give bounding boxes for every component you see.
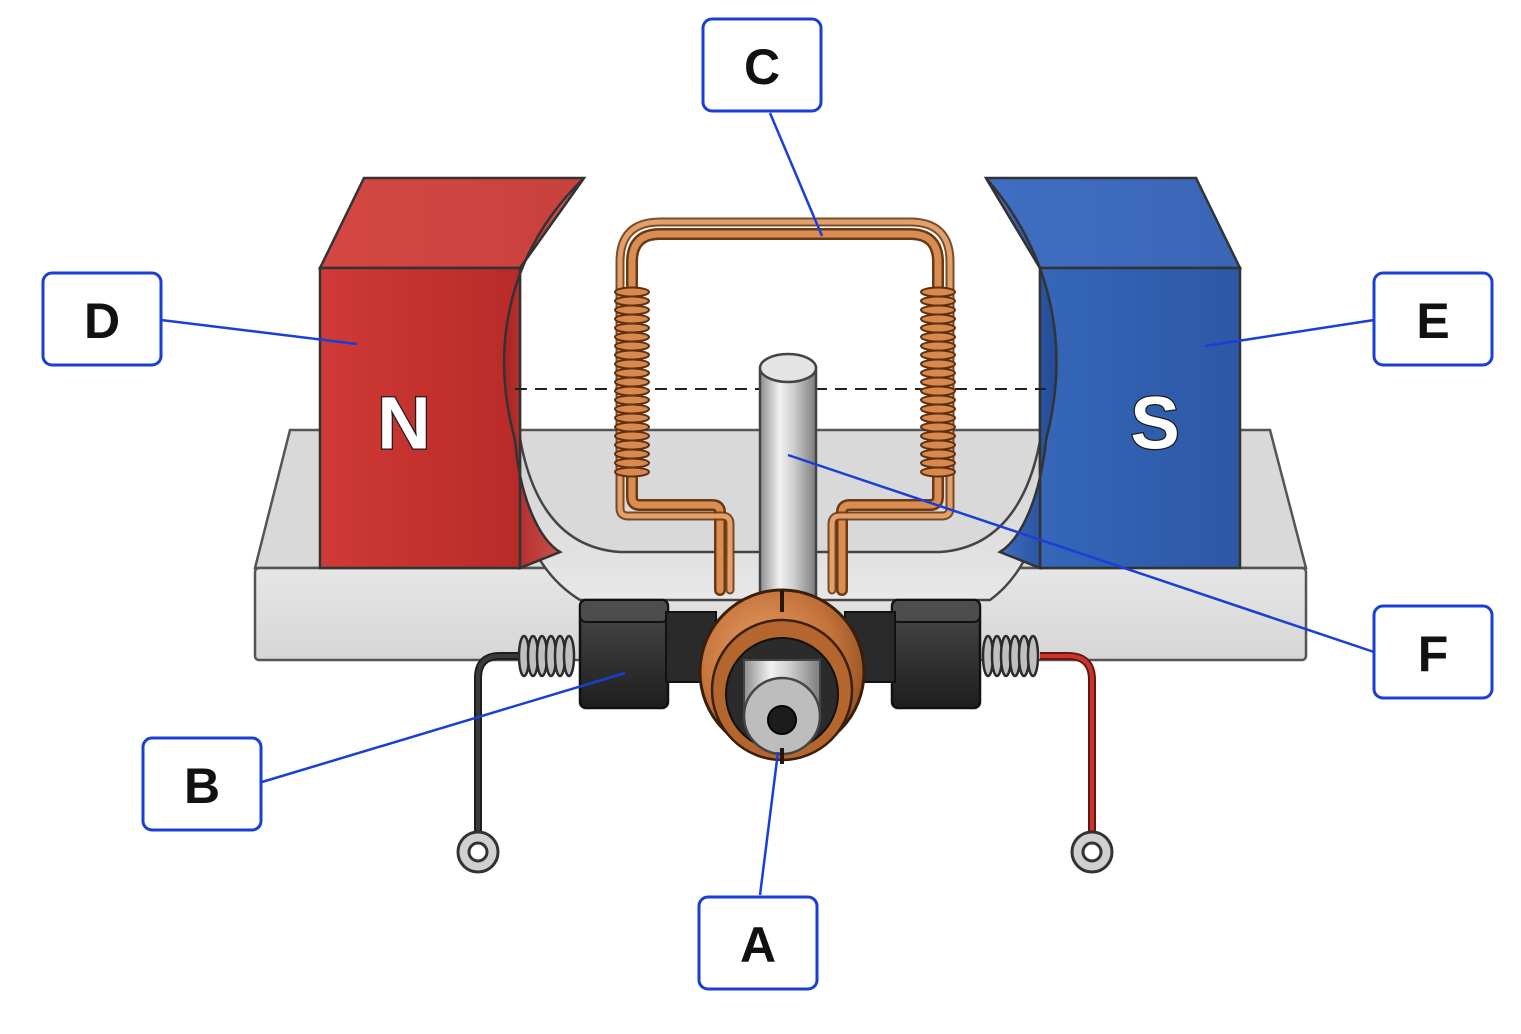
coil-turn — [920, 376, 956, 388]
north-magnet: N — [317, 176, 587, 570]
left-spring — [517, 634, 576, 678]
coil-turn — [614, 331, 650, 343]
callout-f: F — [1372, 604, 1494, 700]
coil-turn — [614, 448, 650, 460]
callout-c-label: C — [744, 39, 780, 95]
callout-b-label: B — [184, 758, 220, 814]
callout-a: A — [697, 895, 819, 991]
coil-turn — [614, 295, 650, 307]
coil-turn — [614, 439, 650, 451]
coil-turn — [920, 322, 956, 334]
coil-turn — [920, 412, 956, 424]
coil-turn — [614, 349, 650, 361]
brush-assembly — [456, 598, 1114, 874]
coil-windings-left — [614, 286, 650, 478]
positive-terminal — [1070, 830, 1114, 874]
coil-turn — [920, 457, 956, 469]
coil-turn — [920, 295, 956, 307]
coil-turn — [614, 367, 650, 379]
coil-turn — [614, 421, 650, 433]
coil-turn — [920, 367, 956, 379]
coil-turn — [614, 385, 650, 397]
negative-terminal — [456, 830, 500, 874]
coil-turn — [920, 340, 956, 352]
coil-turn — [614, 466, 650, 478]
callout-d: D — [41, 271, 163, 367]
callout-d-label: D — [84, 293, 120, 349]
coil-turn — [920, 358, 956, 370]
coil-turn — [920, 331, 956, 343]
south-pole-label: S — [1130, 382, 1179, 465]
leader-b — [261, 671, 626, 784]
coil-turn — [920, 439, 956, 451]
coil-turn — [920, 421, 956, 433]
coil-turn — [614, 340, 650, 352]
positive-wire — [1040, 652, 1096, 832]
coil-turn — [614, 286, 650, 298]
callout-a-label: A — [740, 917, 776, 973]
coil-turn — [920, 394, 956, 406]
coil-turn — [614, 412, 650, 424]
right-spring — [981, 634, 1040, 678]
coil-turn — [614, 394, 650, 406]
coil-turn — [614, 403, 650, 415]
coil-turn — [614, 313, 650, 325]
coil-turn — [614, 430, 650, 442]
coil-turn — [920, 448, 956, 460]
spring-turn — [562, 634, 576, 678]
callout-b: B — [141, 736, 263, 832]
coil-turn — [920, 403, 956, 415]
coil-turn — [614, 376, 650, 388]
coil-turn — [614, 304, 650, 316]
leader-f — [787, 453, 1375, 654]
negative-wire — [474, 652, 525, 832]
leader-d — [160, 318, 358, 346]
callout-e-label: E — [1416, 293, 1449, 349]
south-magnet: S — [983, 176, 1243, 570]
spring-turn — [1026, 634, 1040, 678]
leader-a — [758, 751, 780, 896]
coil-turn — [920, 430, 956, 442]
rotor-shaft — [758, 352, 818, 610]
left-brush — [578, 598, 717, 710]
callout-c: C — [701, 17, 823, 113]
coil-turn — [920, 286, 956, 298]
coil-turn — [920, 385, 956, 397]
leader-c — [768, 112, 824, 237]
commutator — [698, 588, 866, 764]
armature-coil — [615, 217, 955, 596]
coil-turn — [614, 457, 650, 469]
right-brush — [844, 598, 982, 710]
coil-windings-right — [920, 286, 956, 478]
callout-f-label: F — [1418, 626, 1449, 682]
coil-turn — [614, 322, 650, 334]
north-pole-label: N — [377, 382, 430, 465]
leader-e — [1204, 318, 1375, 348]
coil-turn — [614, 358, 650, 370]
callout-e: E — [1372, 271, 1494, 367]
leader-lines — [160, 112, 1375, 896]
coil-turn — [920, 349, 956, 361]
coil-turn — [920, 304, 956, 316]
coil-turn — [920, 313, 956, 325]
coil-turn — [920, 466, 956, 478]
